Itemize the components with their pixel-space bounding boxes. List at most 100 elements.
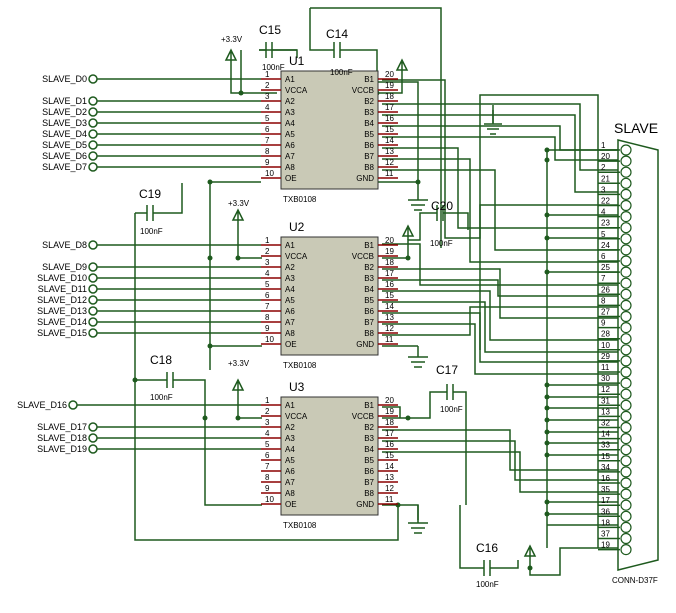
connector-pin-number: 6 — [601, 252, 606, 261]
connector-pin — [620, 433, 632, 445]
pin-name: A6 — [285, 141, 295, 150]
pin-number: 5 — [265, 280, 270, 289]
signal-terminal — [88, 240, 98, 250]
junction-dots — [132, 90, 550, 571]
connector-pin — [620, 510, 632, 522]
pin-number: 4 — [265, 269, 270, 278]
capacitor-c19 — [135, 205, 160, 221]
connector-pin-number: 29 — [601, 352, 610, 361]
signal-label: SLAVE_D14 — [37, 317, 87, 327]
cap-ref-c19: C19 — [139, 187, 161, 201]
pin-number: 15 — [385, 291, 394, 300]
connector-pin — [620, 266, 632, 278]
connector-pin-number: 30 — [601, 374, 610, 383]
connector-pin-number: 27 — [601, 308, 610, 317]
pin-number: 4 — [265, 429, 270, 438]
pin-name: A3 — [285, 108, 295, 117]
cap-ref-c14: C14 — [326, 27, 348, 41]
pin-number: 18 — [385, 92, 394, 101]
connector-pin-number: 37 — [601, 530, 610, 539]
signal-label: SLAVE_D0 — [42, 74, 87, 84]
connector-pin-number: 33 — [601, 441, 610, 450]
pin-number: 1 — [265, 70, 270, 79]
pin-name: B2 — [364, 423, 374, 432]
ground-symbol-3 — [408, 505, 428, 534]
signal-terminal — [88, 140, 98, 150]
signal-terminal — [88, 118, 98, 128]
pin-name: B1 — [364, 241, 374, 250]
connector-pin — [620, 188, 632, 200]
pin-number: 8 — [265, 147, 270, 156]
pin-number: 10 — [265, 169, 274, 178]
cap-ref-c17: C17 — [436, 363, 458, 377]
signal-terminal — [88, 295, 98, 305]
pin-name: A2 — [285, 97, 295, 106]
connector-pin — [620, 333, 632, 345]
signal-terminal — [88, 162, 98, 172]
pin-number: 9 — [265, 158, 270, 167]
capacitor-c16 — [475, 560, 500, 576]
ground-symbol-1 — [408, 183, 428, 211]
power-arrow-3 — [231, 208, 245, 224]
connector-pin-number: 1 — [601, 141, 606, 150]
pin-name: B7 — [364, 152, 374, 161]
connector-pin — [620, 344, 632, 356]
pin-number: 12 — [385, 484, 394, 493]
pin-name: B1 — [364, 75, 374, 84]
signal-label: SLAVE_D8 — [42, 240, 87, 250]
connector-pin-number: 8 — [601, 296, 606, 305]
connector-pin-number: 20 — [601, 152, 610, 161]
signal-terminal — [88, 317, 98, 327]
pin-number: 12 — [385, 158, 394, 167]
connector-pin-number: 23 — [601, 219, 610, 228]
pin-number: 15 — [385, 451, 394, 460]
connector-pin — [620, 388, 632, 400]
pin-number: 17 — [385, 429, 394, 438]
power-arrow-6 — [523, 544, 537, 560]
pin-number: 10 — [265, 495, 274, 504]
connector-pin — [620, 244, 632, 256]
connector-pin — [620, 521, 632, 534]
pin-number: 16 — [385, 440, 394, 449]
pin-number: 17 — [385, 103, 394, 112]
pin-number: 5 — [265, 440, 270, 449]
pin-name: OE — [285, 340, 297, 349]
pin-number: 8 — [265, 473, 270, 482]
connector-pin — [620, 455, 632, 467]
pin-name: OE — [285, 500, 297, 509]
pin-number: 7 — [265, 462, 270, 471]
pin-number: 19 — [385, 247, 394, 256]
pin-number: 15 — [385, 125, 394, 134]
supply-label-3: +3.3V — [228, 359, 250, 368]
pin-name: A8 — [285, 489, 295, 498]
pin-name: VCCB — [352, 252, 374, 261]
connector-pin — [620, 144, 632, 156]
pin-name: A6 — [285, 307, 295, 316]
connector-pin-number: 35 — [601, 485, 610, 494]
pin-name: A1 — [285, 75, 295, 84]
data-bus — [382, 79, 620, 548]
pin-name: B3 — [364, 434, 374, 443]
pin-number: 2 — [265, 247, 270, 256]
signal-label: SLAVE_D19 — [37, 444, 87, 454]
capacitor-c17 — [440, 384, 462, 400]
pin-name: VCCA — [285, 412, 308, 421]
signal-label: SLAVE_D13 — [37, 306, 87, 316]
pin-number: 20 — [385, 70, 394, 79]
pin-number: 13 — [385, 313, 394, 322]
capacitor-c20 — [425, 205, 459, 221]
capacitor-c15 — [259, 42, 297, 58]
pin-name: B7 — [364, 478, 374, 487]
pin-number: 3 — [265, 92, 270, 101]
signal-label: SLAVE_D3 — [42, 118, 87, 128]
chip-body — [280, 70, 379, 190]
cap-value-c16: 100nF — [476, 580, 499, 589]
pin-number: 6 — [265, 451, 270, 460]
chip-u1: U1TXB01081A12VCCA3A24A35A46A57A68A79A810… — [42, 54, 398, 204]
connector-pin-number: 13 — [601, 407, 610, 416]
pin-name: A5 — [285, 296, 295, 305]
pin-name: A3 — [285, 274, 295, 283]
signal-label: SLAVE_D18 — [37, 433, 87, 443]
supply-label-1: +3.3V — [221, 35, 243, 44]
